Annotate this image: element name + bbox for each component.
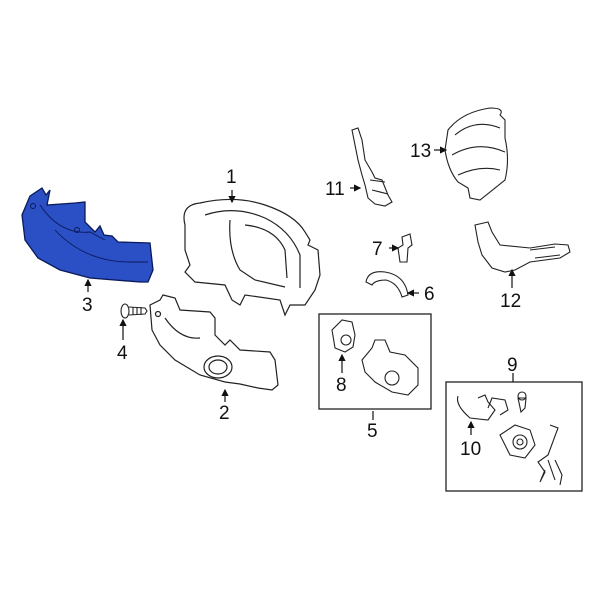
part-10-wire-harness[interactable] xyxy=(456,394,509,421)
callout-8: 8 xyxy=(336,375,347,396)
part-11-wiper-switch[interactable] xyxy=(351,127,393,207)
part-2-lower-cover[interactable] xyxy=(149,294,279,391)
part-1-upper-cover[interactable] xyxy=(183,198,321,317)
part-13-clock-spring[interactable] xyxy=(444,107,509,201)
callout-4: 4 xyxy=(117,343,128,364)
callout-13: 13 xyxy=(410,141,432,162)
part-7-stud[interactable] xyxy=(397,233,413,263)
part-6-bracket[interactable] xyxy=(365,271,409,298)
callout-1: 1 xyxy=(226,167,237,188)
callout-10: 10 xyxy=(460,439,482,460)
part-4-screw[interactable] xyxy=(120,303,148,319)
part-9-lock-set[interactable] xyxy=(499,391,563,486)
kit-box-5 xyxy=(318,313,432,410)
part-5-lock-housing[interactable] xyxy=(361,339,419,396)
callout-12: 12 xyxy=(500,291,522,312)
part-8-lock-cylinder[interactable] xyxy=(331,319,356,353)
part-3-column-cover[interactable] xyxy=(21,187,154,283)
callout-3: 3 xyxy=(82,295,93,316)
callout-6: 6 xyxy=(424,284,435,305)
callout-7: 7 xyxy=(372,239,383,260)
kit-box-9 xyxy=(445,381,583,492)
part-12-turn-signal-switch[interactable] xyxy=(474,221,571,273)
callout-2: 2 xyxy=(219,403,230,424)
callout-9: 9 xyxy=(507,355,518,376)
leader-lines xyxy=(84,146,516,435)
callout-11: 11 xyxy=(325,179,345,200)
callout-5: 5 xyxy=(367,421,378,442)
